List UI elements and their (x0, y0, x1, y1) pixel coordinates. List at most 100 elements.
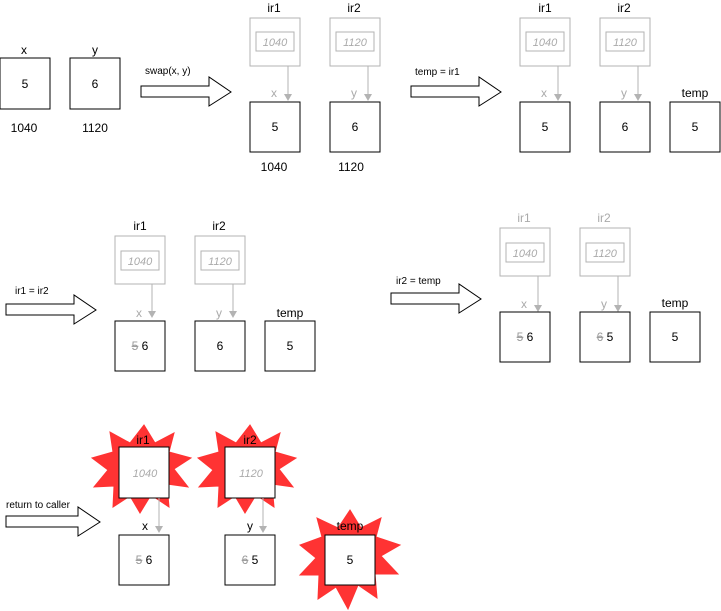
var-x-box (0, 57, 51, 110)
big-arrow (390, 283, 482, 314)
var-x-value: 6 (146, 553, 153, 567)
step-4: ir1 1040 x 5 6 ir2 1120 y 6 temp 5 (114, 219, 316, 372)
var-y-address: 1120 (338, 160, 364, 174)
ref-ir1-box (118, 446, 170, 499)
step-3: ir1 1040 x 5 ir2 1120 y 6 temp 5 (519, 1, 721, 153)
var-x-label: x (541, 86, 547, 100)
transition-arrow-temp: temp = ir1 (410, 67, 502, 107)
ref-ir1-label: ir1 (136, 433, 150, 447)
var-temp-box (264, 320, 316, 372)
var-x-label: x (142, 519, 148, 533)
var-x-address: 1040 (261, 160, 288, 174)
big-arrow (410, 76, 502, 107)
var-x-label: x (521, 297, 527, 311)
var-y-label: y (601, 297, 607, 311)
var-y-box (599, 101, 651, 153)
var-y-value-group: 6 5 (242, 553, 259, 567)
var-y-value: 6 (622, 120, 629, 134)
var-y-label: y (621, 86, 627, 100)
ref-ir1-inner (505, 242, 545, 263)
arrow-label-swap: swap(x, y) (145, 66, 191, 77)
var-x-label: x (21, 43, 27, 57)
step-1: x 5 1040 y 6 1120 (0, 43, 121, 135)
var-x-box (499, 311, 551, 363)
var-y-value: 6 (92, 77, 99, 91)
var-x-value: 6 (142, 339, 149, 353)
transition-arrow-return: return to caller (5, 500, 101, 537)
arrow-label-return: return to caller (6, 500, 71, 511)
ref-ir1-inner (255, 31, 295, 52)
var-temp-label: temp (337, 519, 364, 533)
ref-ir1-address: 1040 (513, 248, 538, 260)
var-x-value: 6 (527, 330, 534, 344)
var-y-label: y (351, 86, 357, 100)
transition-arrow-swap: swap(x, y) (140, 66, 232, 107)
var-y-label: y (92, 43, 98, 57)
transition-arrow-ir1-ir2: ir1 = ir2 (5, 286, 97, 325)
var-x-value: 5 (22, 77, 29, 91)
ref-ir2-inner (200, 250, 240, 271)
var-x-address: 1040 (11, 121, 38, 135)
var-y-value: 5 (607, 330, 614, 344)
var-y-value: 6 (352, 120, 359, 134)
step-5: ir1 1040 x 5 6 ir2 1120 y 6 5 temp 5 (499, 211, 701, 363)
ref-ir2-label: ir2 (347, 1, 361, 15)
ref-ir1-label: ir1 (133, 219, 147, 233)
step-6: ir1 1040 ir2 1120 x 5 6 y 6 5 temp 5 (90, 424, 402, 611)
big-arrow (140, 76, 232, 107)
ref-ir2-label: ir2 (243, 433, 257, 447)
ref-ir1-address: 1040 (263, 37, 288, 49)
var-y-old-value: 6 (242, 553, 249, 567)
var-y-value: 5 (252, 553, 259, 567)
arrow-label-ir1-ir2: ir1 = ir2 (15, 286, 49, 297)
var-y-box (194, 320, 246, 372)
var-temp-box (669, 101, 721, 153)
var-temp-box (324, 534, 376, 586)
big-arrow (5, 294, 97, 325)
var-x-box (519, 101, 571, 153)
var-x-old-value: 5 (517, 330, 524, 344)
var-y-box (329, 101, 381, 153)
ref-ir2-address: 1120 (613, 37, 638, 49)
var-temp-value: 5 (692, 120, 699, 134)
var-x-label: x (136, 306, 142, 320)
ref-ir2-address: 1120 (343, 37, 368, 49)
ref-ir1-inner (120, 250, 160, 271)
ref-ir2-address: 1120 (239, 468, 264, 480)
ref-ir2-inner (605, 31, 645, 52)
var-x-value-group: 5 6 (136, 553, 153, 567)
var-y-old-value: 6 (597, 330, 604, 344)
var-y-address: 1120 (82, 121, 108, 135)
ref-ir1-label: ir1 (538, 1, 552, 15)
big-arrow (5, 506, 101, 537)
var-x-old-value: 5 (136, 553, 143, 567)
var-y-value-group: 6 5 (597, 330, 614, 344)
ref-ir1-label: ir1 (267, 1, 281, 15)
var-temp-label: temp (662, 296, 689, 310)
ref-ir1-address: 1040 (533, 37, 558, 49)
var-y-box (579, 311, 631, 363)
arrow-label-temp: temp = ir1 (415, 67, 460, 78)
step-2: ir1 1040 x 5 1040 ir2 1120 y 6 1120 (249, 1, 381, 174)
var-y-box (69, 57, 121, 110)
ref-ir1-label: ir1 (517, 211, 531, 225)
var-y-label: y (216, 306, 222, 320)
var-x-old-value: 5 (132, 339, 139, 353)
var-temp-value: 5 (347, 553, 354, 567)
arrow-label-ir2-temp: ir2 = temp (396, 276, 441, 287)
ref-ir2-label: ir2 (617, 1, 631, 15)
ref-ir2-address: 1120 (208, 256, 233, 268)
var-temp-value: 5 (287, 339, 294, 353)
ref-ir1-address: 1040 (128, 256, 153, 268)
var-temp-box (649, 311, 701, 363)
ref-ir2-address: 1120 (593, 248, 618, 260)
ref-ir2-inner (585, 242, 625, 263)
ref-ir2-inner (335, 31, 375, 52)
var-x-box (114, 320, 166, 372)
var-x-box (249, 101, 301, 153)
var-x-value-group: 5 6 (517, 330, 534, 344)
ref-ir2-label: ir2 (212, 219, 226, 233)
var-x-value: 5 (542, 120, 549, 134)
var-y-value: 6 (217, 339, 224, 353)
